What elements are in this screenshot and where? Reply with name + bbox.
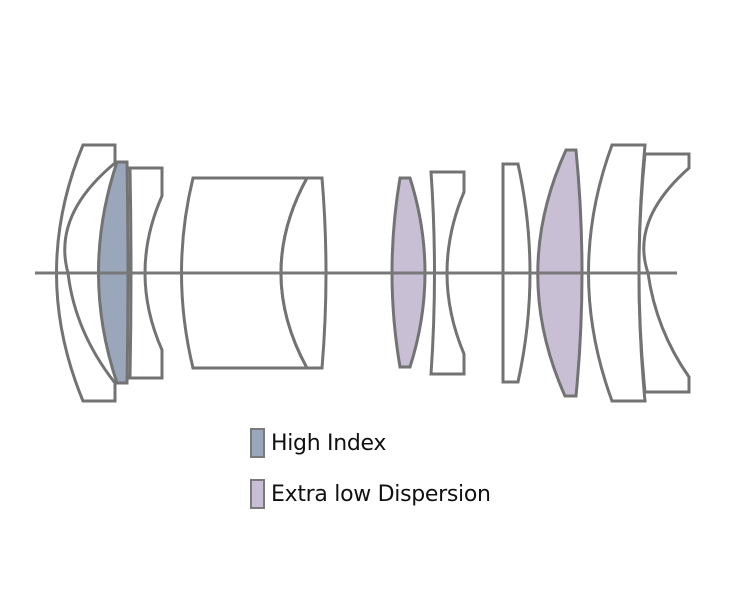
lens-element-7: [429, 170, 466, 376]
lens-element-11: [637, 152, 691, 394]
legend-label-high-index: High Index: [271, 430, 387, 456]
legend-label-eld: Extra low Dispersion: [271, 481, 491, 507]
legend-item-high-index: High Index: [250, 428, 386, 458]
eld-swatch: [250, 479, 265, 509]
lens-element-1: [55, 143, 117, 403]
lens-element-3: [128, 166, 164, 380]
legend-item-eld: Extra low Dispersion: [250, 479, 491, 509]
high-index-swatch: [250, 428, 265, 458]
